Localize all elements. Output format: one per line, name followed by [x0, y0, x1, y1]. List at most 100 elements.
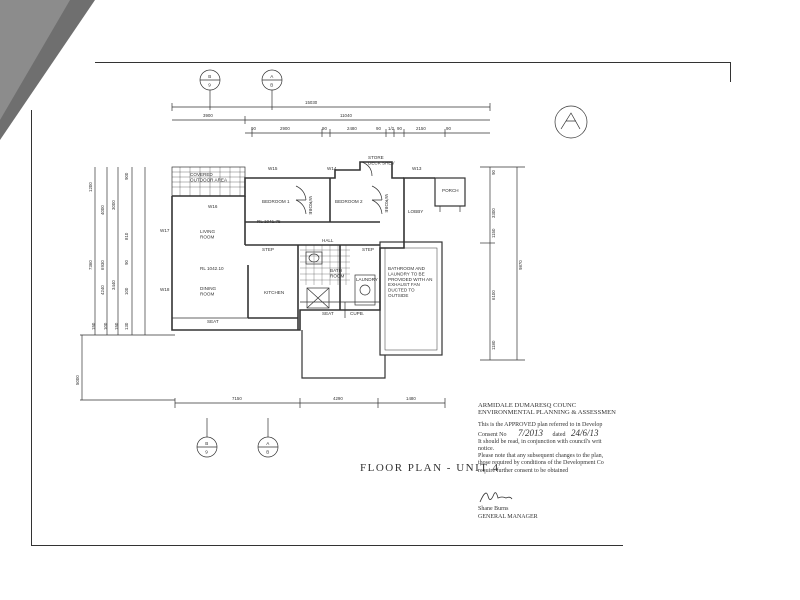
- exhaust-note-line-0: BATHROOM AND: [388, 266, 426, 271]
- dim-top-row3: 2150: [416, 126, 426, 131]
- dim-top-row3: 1/2: [388, 126, 395, 131]
- dim-left: 810: [124, 232, 129, 240]
- section-marker-number: 9: [205, 450, 208, 455]
- frame-top-line: [95, 62, 730, 63]
- stamp-consent-row: Consent No 7/2013 dated 24/6/13: [478, 427, 628, 439]
- exhaust-note-line-1: LAUNDRY TO BE: [388, 271, 425, 276]
- dim-left: 100: [103, 322, 108, 330]
- dim-top-row2: 3900: [203, 113, 213, 118]
- room-cupb: CUPB.: [350, 311, 364, 316]
- window-tag: W15: [268, 166, 278, 171]
- stamp-approved: This is the APPROVED plan referred to in…: [478, 422, 603, 429]
- frame-left-line: [31, 110, 32, 545]
- window-tag: W16: [208, 204, 218, 209]
- room-living-line-1: ROOM: [200, 234, 214, 239]
- dim-right: 9870: [518, 260, 523, 270]
- dim-top-row3: 90: [322, 126, 327, 131]
- section-marker-letter: B: [205, 441, 208, 446]
- room-laundry: LAUNDRY: [356, 277, 378, 282]
- room-bath-line-1: ROOM: [330, 273, 344, 278]
- dim-right: 1180: [491, 340, 496, 350]
- manager-position: GENERAL MANAGER: [478, 513, 538, 520]
- stamp-dept: ENVIRONMENTAL PLANNING & ASSESSMEN: [478, 409, 616, 417]
- room-seat-2: SEAT: [322, 311, 334, 316]
- stamp-read: It should be read, in conjunction with c…: [478, 438, 602, 445]
- reduced-level-2: RL 1042.10: [200, 266, 224, 271]
- dim-left: 90: [124, 260, 129, 265]
- north-arrow-icon: [554, 105, 588, 139]
- stamp-notice: notice.: [478, 446, 495, 453]
- room-wrobe-1: W/ROBE: [308, 196, 313, 215]
- room-kitchen: KITCHEN: [264, 290, 284, 295]
- unit-walls: [171, 161, 435, 331]
- room-dining-line-0: DINING: [200, 286, 217, 291]
- room-dining-line-1: ROOM: [200, 291, 214, 296]
- dim-top-row3: 2900: [280, 126, 290, 131]
- dim-top-overall: 15030: [305, 100, 318, 105]
- room-hall: HALL: [322, 238, 334, 243]
- approval-stamp: ARMIDALE DUMARESQ COUNC ENVIRONMENTAL PL…: [478, 402, 628, 475]
- dim-top-row3: 90: [397, 126, 402, 131]
- room-covered-area-line-1: OUTDOOR AREA: [190, 177, 228, 182]
- room-step-2: STEP: [362, 247, 374, 252]
- room-porch: PORCH: [442, 188, 459, 193]
- room-lobby: LOBBY: [408, 209, 423, 214]
- window-tag: W18: [160, 287, 170, 292]
- stamp-dated: 24/6/13: [571, 427, 599, 438]
- dim-left: 150: [91, 322, 96, 330]
- dim-top-row3: 90: [446, 126, 451, 131]
- room-wrobe-2: W/ROBE: [384, 194, 389, 213]
- section-marker-letter: A: [266, 441, 270, 446]
- room-living-line-0: LIVING: [200, 229, 215, 234]
- exhaust-note-line-4: DUCTED TO: [388, 288, 415, 293]
- north-arrow-glyph: [560, 112, 581, 130]
- reduced-level-1: RL 1041.75: [257, 219, 281, 224]
- manager-block: Shane Burns GENERAL MANAGER: [478, 506, 538, 521]
- manager-name: Shane Burns: [478, 506, 509, 512]
- dim-left: 130: [124, 322, 129, 330]
- room-store-line-0: STORE: [368, 155, 384, 160]
- room-bath-line-0: BATH: [330, 268, 342, 273]
- dim-left: 7360: [88, 260, 93, 270]
- section-marker-number: B: [270, 83, 273, 88]
- dim-left: 3000: [111, 200, 116, 210]
- exhaust-note-line-3: EXHAUST FAN: [388, 282, 420, 287]
- stamp-note3: require further consent to be obtained: [478, 467, 569, 474]
- dim-left: 4000: [100, 205, 105, 215]
- exhaust-note-line-5: OUTSIDE: [388, 293, 408, 298]
- stamp-consent-no: 7/2013: [518, 427, 544, 438]
- dim-top-row3: 90: [251, 126, 256, 131]
- section-marker-number: 9: [208, 83, 211, 88]
- room-bedroom-2: BEDROOM 2: [335, 199, 363, 204]
- dim-top-row3: 2480: [347, 126, 357, 131]
- porch-outline: [434, 177, 466, 207]
- dim-left: 5000: [75, 375, 80, 385]
- dim-bottom: 4290: [333, 396, 343, 401]
- room-step-1: STEP: [262, 247, 274, 252]
- signature-image: [479, 492, 513, 503]
- dim-right: 3300: [491, 208, 496, 218]
- window-tag: W17: [160, 228, 170, 233]
- room-seat-1: SEAT: [207, 319, 219, 324]
- stamp-consent-label: Consent No: [478, 431, 507, 438]
- dim-top-row2: 11040: [340, 113, 352, 118]
- dim-left: 4240: [100, 285, 105, 295]
- deck-slab-outline: [379, 241, 443, 356]
- dim-left: 3440: [111, 280, 116, 290]
- stamp-dated-label: dated: [552, 431, 566, 438]
- folded-corner-shadow-inner: [0, 0, 70, 120]
- dim-right: 90: [491, 170, 496, 175]
- covered-area-outline: [171, 166, 246, 197]
- section-marker-number: B: [266, 450, 269, 455]
- room-covered-area-line-0: COVERED: [190, 172, 213, 177]
- dim-left: 1200: [88, 182, 93, 192]
- exhaust-note-line-2: PROVIDED WITH AN: [388, 277, 432, 282]
- dim-bottom: 7150: [232, 396, 242, 401]
- section-marker-letter: B: [208, 74, 211, 79]
- drawing-title: FLOOR PLAN - UNIT 4: [360, 462, 500, 474]
- dim-left: 900: [124, 172, 129, 180]
- dim-left: 100: [124, 287, 129, 295]
- dim-right: 6100: [491, 290, 496, 300]
- dim-left: 150: [114, 322, 119, 330]
